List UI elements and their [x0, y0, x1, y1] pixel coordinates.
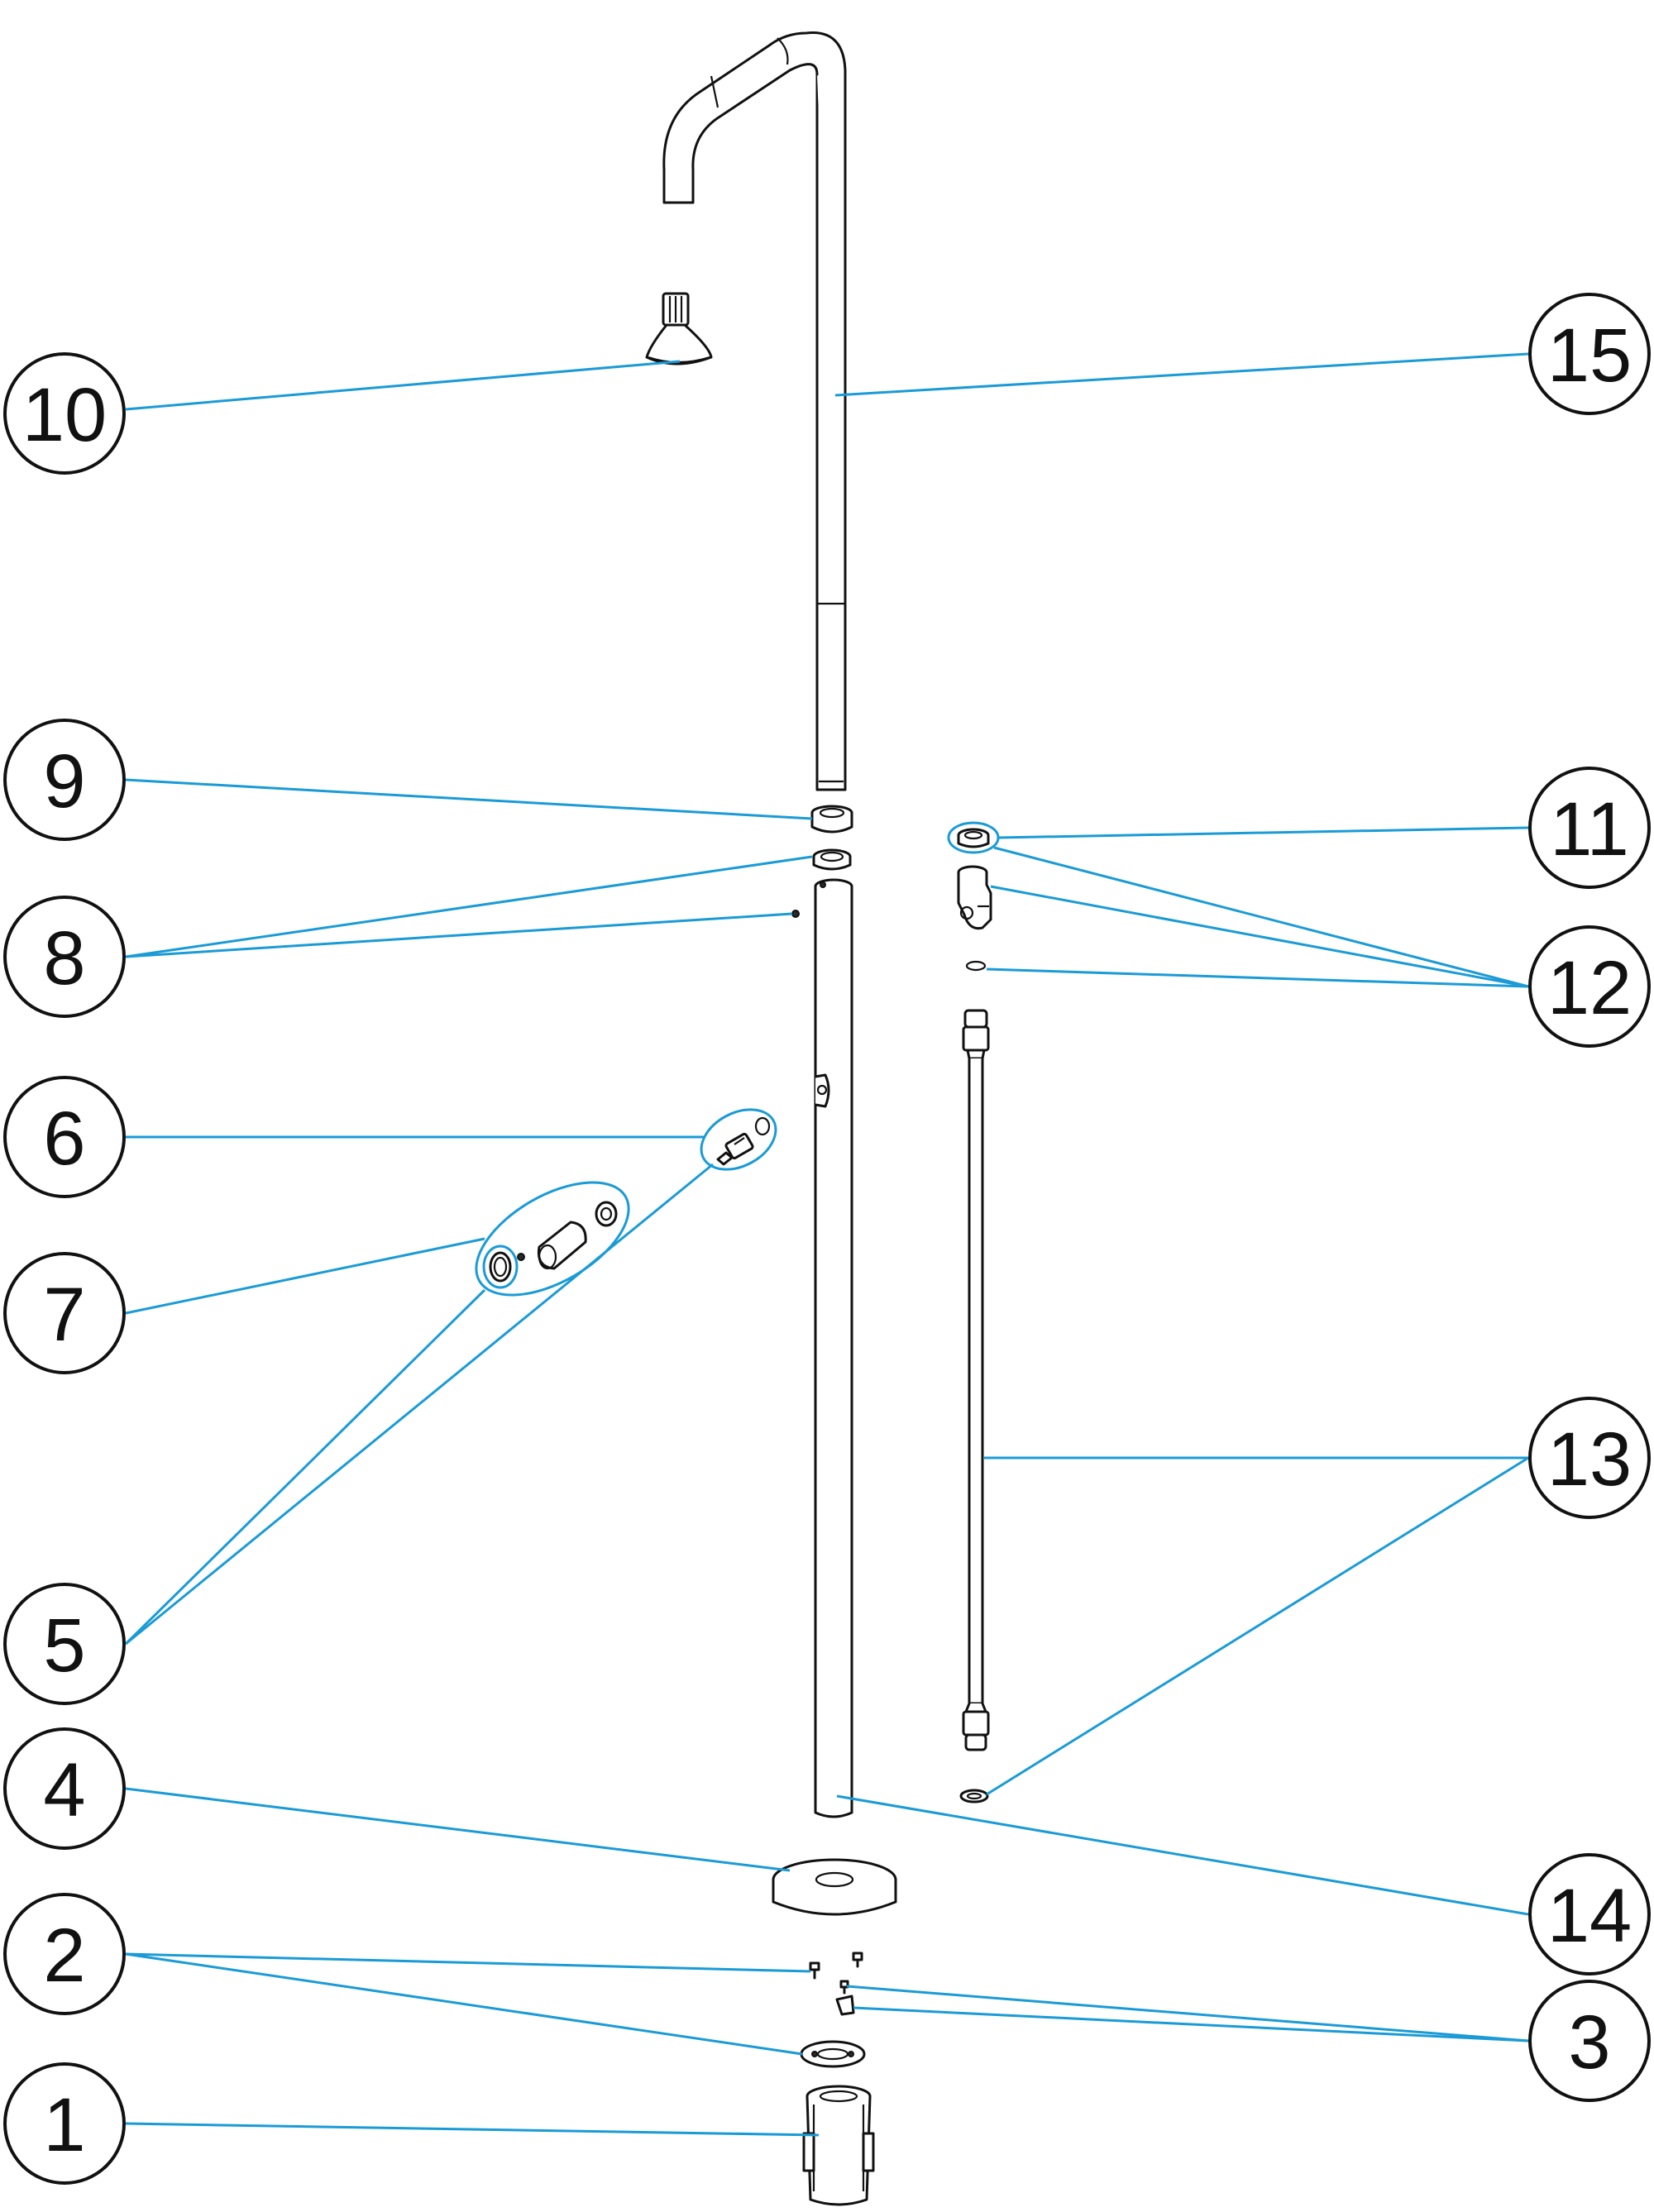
collar: [812, 848, 852, 871]
ground-anchor: [802, 2085, 875, 2206]
mounting-flange: [800, 2040, 866, 2068]
callout-7: 7: [3, 1252, 126, 1374]
handle-assembly: [489, 1201, 618, 1283]
flexible-hose: [962, 1009, 990, 1751]
small-o-ring: [965, 960, 987, 972]
elbow-fitting: [957, 865, 992, 930]
clip: [835, 1995, 855, 2016]
leader-15: [834, 352, 1529, 397]
leader-12a: [993, 846, 1529, 988]
callout-8: 8: [3, 896, 126, 1018]
leader-11: [997, 826, 1529, 839]
top-gasket: [957, 828, 990, 848]
callout-13-label: 13: [1547, 1417, 1632, 1502]
callout-15-label: 15: [1547, 313, 1632, 398]
callout-3-label: 3: [1568, 2000, 1610, 2085]
hose-washer: [959, 1789, 989, 1804]
leader-12b: [990, 885, 1529, 988]
shower-head: [645, 292, 713, 365]
callout-10: 10: [3, 352, 126, 475]
leader-5b: [125, 1163, 714, 1646]
leader-lines: [124, 352, 1529, 2137]
callout-6-label: 6: [43, 1096, 85, 1181]
leader-1: [125, 2122, 820, 2137]
callout-8-label: 8: [43, 916, 85, 1001]
callout-5: 5: [3, 1583, 126, 1705]
base-cover: [772, 1858, 897, 1916]
callout-4-label: 4: [43, 1748, 85, 1832]
leader-3a: [846, 1985, 1529, 2042]
leader-4: [125, 1787, 791, 1872]
leader-8a: [125, 855, 813, 958]
screw-right: [852, 1952, 863, 1968]
screw-small: [839, 1980, 849, 1995]
leader-8b: [125, 912, 793, 958]
callout-14: 14: [1528, 1853, 1651, 1976]
ring-part-7-knob: [482, 1245, 519, 1289]
callout-14-label: 14: [1547, 1874, 1632, 1958]
valve-cartridge: [716, 1116, 771, 1166]
leader-13b: [986, 1456, 1529, 1796]
upper-shower-pipe: [662, 31, 847, 791]
callout-2: 2: [3, 1893, 126, 2015]
callout-7-label: 7: [43, 1273, 85, 1357]
callout-5-label: 5: [43, 1603, 85, 1688]
callout-3: 3: [1528, 1980, 1651, 2102]
leader-5a: [124, 1288, 486, 1646]
callout-15: 15: [1528, 293, 1651, 415]
main-column: [814, 878, 853, 1818]
leader-10: [125, 360, 681, 411]
leader-2b: [125, 1952, 803, 2056]
callout-6: 6: [3, 1076, 126, 1198]
leader-7: [125, 1237, 485, 1315]
leader-12c: [986, 967, 1529, 988]
callout-4: 4: [3, 1727, 126, 1850]
callout-12: 12: [1528, 925, 1651, 1048]
callout-11: 11: [1528, 767, 1651, 889]
screw-left: [809, 1961, 820, 1980]
callout-13: 13: [1528, 1397, 1651, 1519]
leader-14: [836, 1794, 1529, 1916]
callout-2-label: 2: [43, 1913, 85, 1998]
callout-10-label: 10: [22, 373, 107, 457]
leader-2a: [125, 1952, 811, 1973]
callout-9-label: 9: [43, 739, 85, 824]
leader-9: [125, 778, 813, 820]
ring-part-6: [700, 1108, 777, 1171]
grub-screw: [791, 910, 800, 918]
leader-3b: [853, 2006, 1529, 2042]
nut: [810, 805, 853, 834]
callout-9: 9: [3, 719, 126, 841]
callout-12-label: 12: [1547, 946, 1632, 1030]
callout-1: 1: [3, 2062, 126, 2185]
ring-part-7: [475, 1181, 630, 1297]
callout-1-label: 1: [43, 2083, 85, 2167]
callout-11-label: 11: [1550, 787, 1629, 872]
